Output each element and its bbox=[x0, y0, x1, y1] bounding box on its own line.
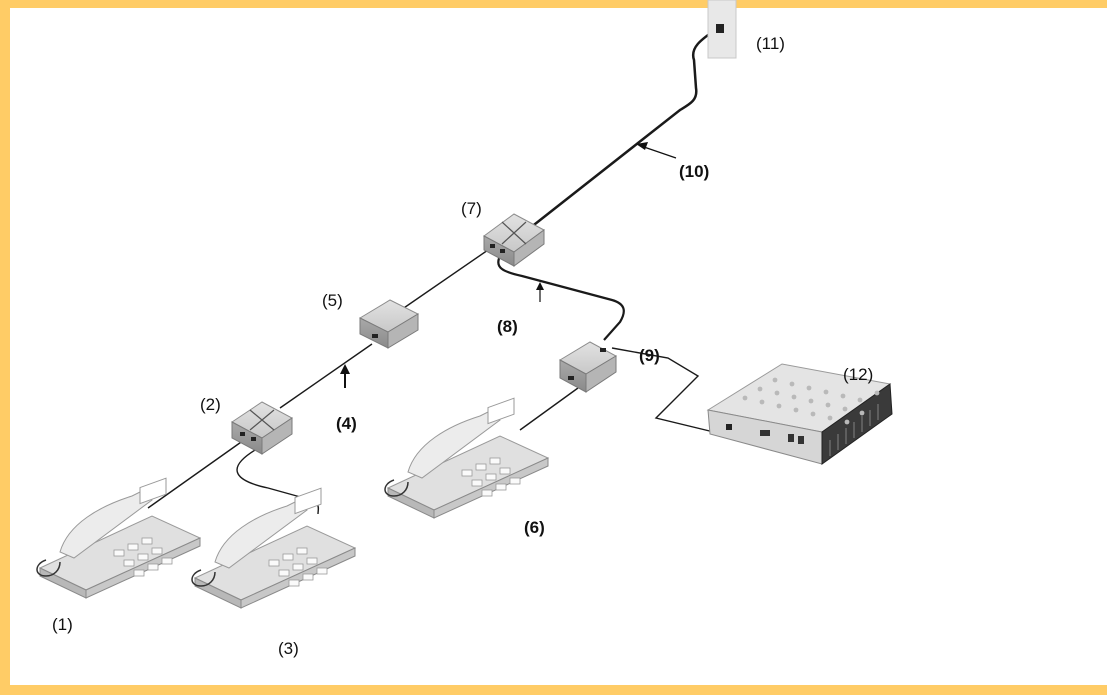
label-filter-9: (9) bbox=[639, 346, 660, 365]
label-filter-5: (5) bbox=[322, 291, 343, 310]
labels: (1) (2) (3) (4) (5) (6) (7) (8) (9) (10)… bbox=[52, 34, 873, 658]
splitter-7 bbox=[483, 213, 545, 267]
label-cable-4: (4) bbox=[336, 414, 357, 433]
splitter-2 bbox=[231, 401, 293, 455]
wall-socket bbox=[707, 0, 737, 59]
label-phone-6: (6) bbox=[524, 518, 545, 537]
label-cable-8: (8) bbox=[497, 317, 518, 336]
label-splitter-2: (2) bbox=[200, 395, 221, 414]
arrow-cable-4 bbox=[340, 364, 350, 388]
cable-filter-5-to-splitter-2 bbox=[279, 343, 373, 409]
label-splitter-7: (7) bbox=[461, 199, 482, 218]
phone-3 bbox=[191, 487, 357, 609]
label-wall-socket-11: (11) bbox=[756, 34, 785, 53]
cable-filter-9-to-router-12 bbox=[611, 347, 723, 435]
arrows bbox=[340, 142, 677, 388]
arrow-cable-8 bbox=[536, 282, 544, 302]
cables bbox=[147, 26, 723, 515]
label-phone-3: (3) bbox=[278, 639, 299, 658]
cable-wall-to-splitter-7 bbox=[529, 26, 719, 229]
phone-1 bbox=[36, 477, 202, 599]
cable-splitter-7-to-filter-9 bbox=[497, 255, 625, 341]
cable-splitter-2-to-phone-3 bbox=[236, 445, 320, 515]
phone-6 bbox=[384, 397, 550, 519]
arrow-cable-10 bbox=[636, 142, 677, 159]
filter-5 bbox=[358, 299, 420, 349]
cable-splitter-7-to-filter-5 bbox=[397, 249, 489, 313]
filter-9 bbox=[558, 341, 618, 393]
label-router-12: (12) bbox=[843, 365, 873, 384]
cable-filter-9-to-phone-6 bbox=[519, 387, 579, 431]
cable-splitter-2-to-phone-1 bbox=[147, 439, 245, 509]
router bbox=[706, 363, 893, 465]
label-cable-10: (10) bbox=[679, 162, 709, 181]
label-phone-1: (1) bbox=[52, 615, 73, 634]
